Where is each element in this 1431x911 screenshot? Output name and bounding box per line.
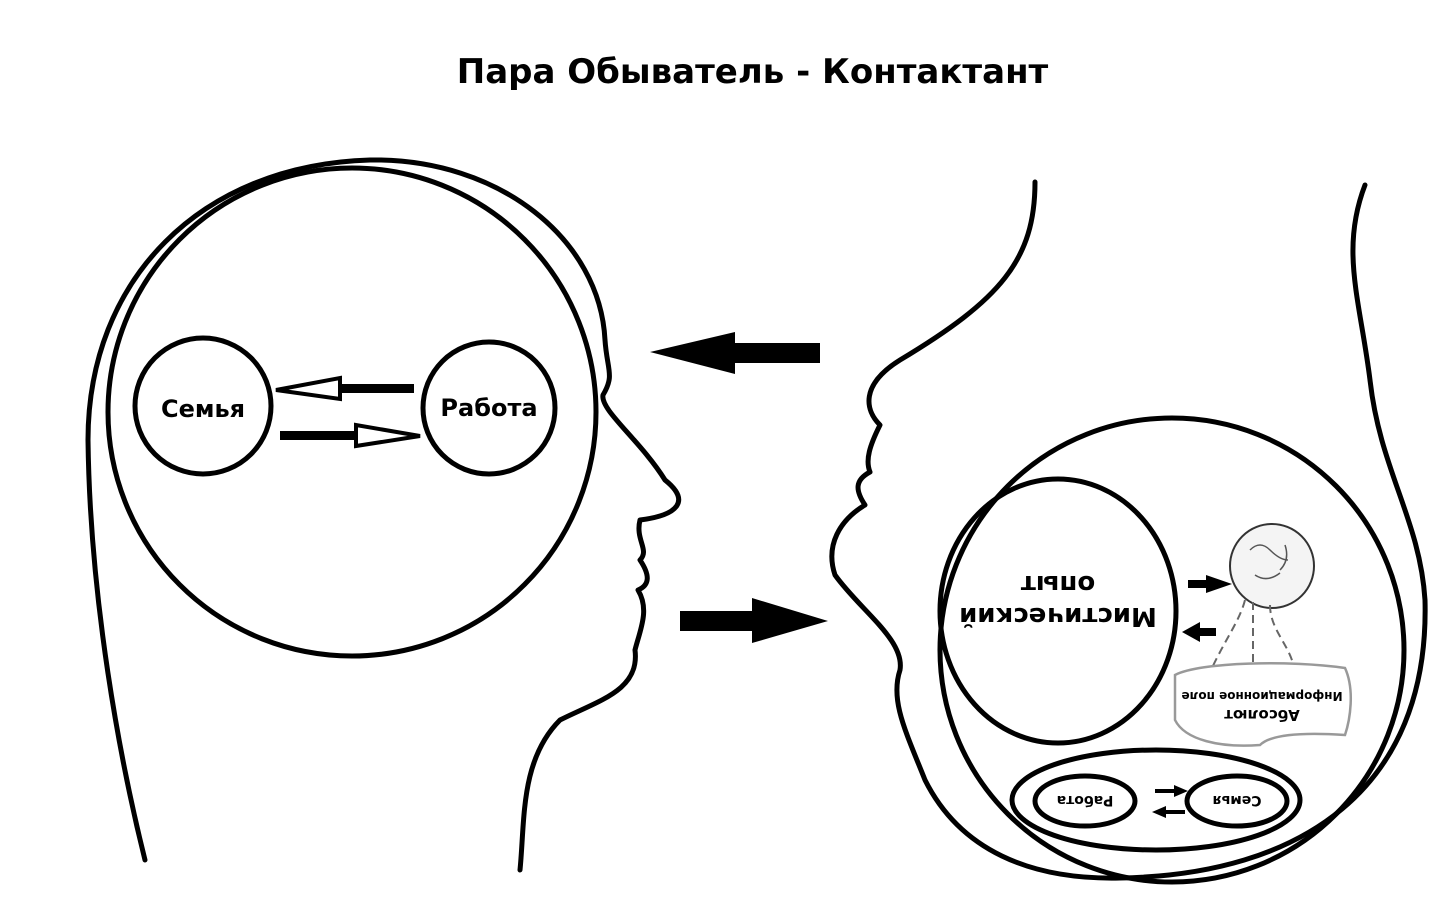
mystic-label-1: Мистический bbox=[959, 601, 1157, 631]
arrow-layman-to-contactee bbox=[680, 598, 828, 643]
work-ellipse bbox=[1032, 773, 1138, 829]
info-field-label: Информационное поле bbox=[1181, 689, 1342, 703]
work-circle bbox=[420, 339, 558, 477]
family-circle bbox=[132, 335, 274, 477]
work-label-small: Работа bbox=[1057, 792, 1114, 808]
arrow-small-right bbox=[1155, 785, 1188, 797]
arrow-small-left bbox=[1152, 806, 1185, 818]
arrow-family-to-work bbox=[280, 422, 421, 449]
layman-head: Семья Работа bbox=[85, 157, 682, 873]
arrow-work-to-family bbox=[275, 375, 414, 402]
work-label: Работа bbox=[440, 394, 537, 422]
diagram-title: Пара Обыватель - Контактант bbox=[456, 52, 1049, 92]
absolute-label: Абсолют bbox=[1224, 706, 1300, 724]
inner-mind-circle bbox=[937, 415, 1407, 885]
dashed-links bbox=[1211, 599, 1295, 669]
family-ellipse bbox=[1184, 773, 1290, 829]
family-label-small: Семья bbox=[1212, 792, 1261, 808]
absolute-cloud bbox=[1173, 662, 1353, 747]
mystic-label-2: опыт bbox=[1021, 569, 1095, 599]
arrow-contactee-to-layman bbox=[650, 332, 820, 374]
arrow-mystic-to-globe bbox=[1188, 575, 1232, 593]
mind-circle bbox=[105, 165, 599, 659]
contactee-head: Мистический опыт Абсолют Информационное … bbox=[829, 179, 1428, 885]
family-label: Семья bbox=[161, 395, 245, 423]
globe-icon bbox=[1229, 523, 1315, 609]
arrow-globe-to-mystic bbox=[1182, 622, 1216, 642]
mystic-ellipse bbox=[937, 476, 1179, 746]
everyday-ellipse bbox=[1009, 747, 1303, 853]
